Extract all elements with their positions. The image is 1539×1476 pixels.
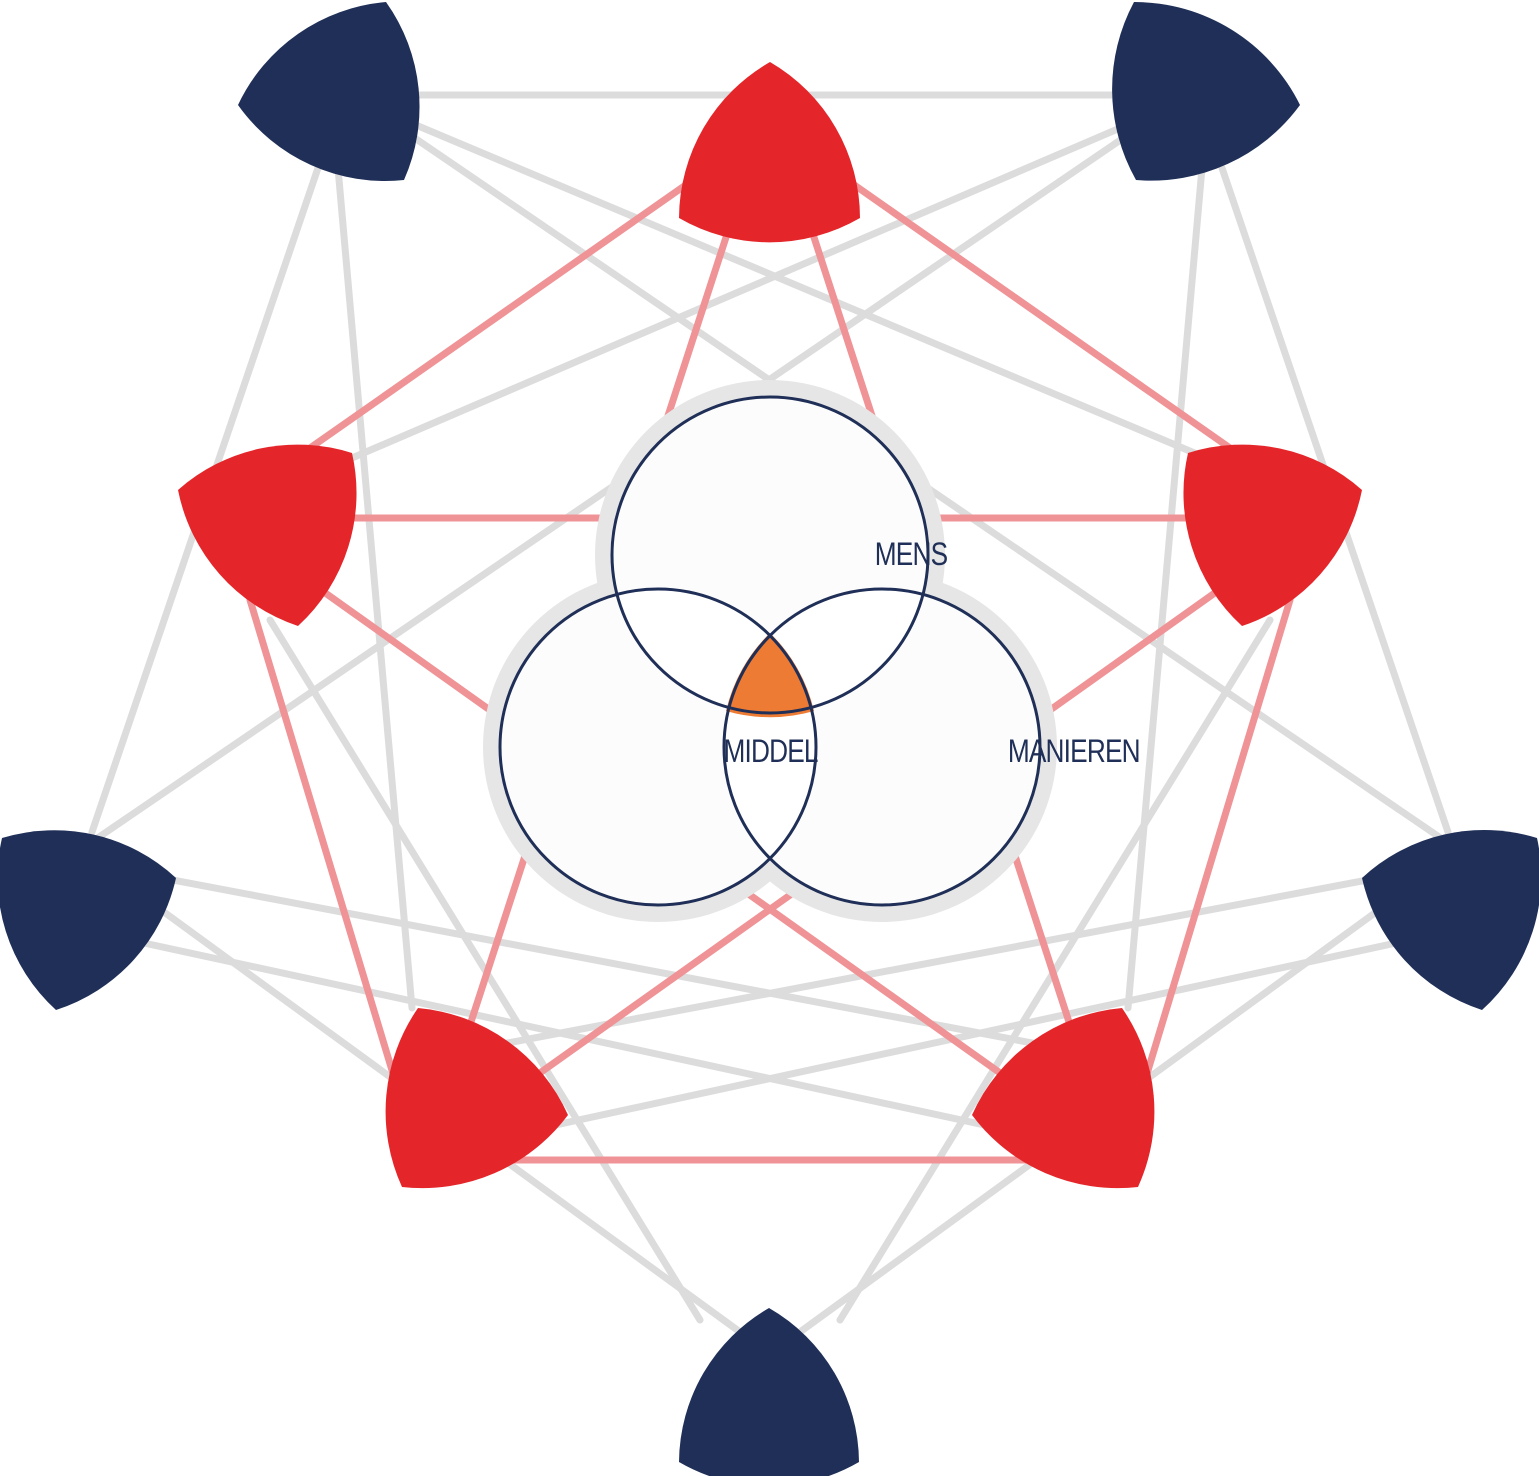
pink-line [836,171,1244,459]
venn-label-manieren: MANIEREN [1008,735,1140,770]
red-node-top [679,62,860,243]
venn-diagram: MENS MIDDEL MANIEREN [483,380,1141,922]
venn-circle-middel [498,587,818,907]
venn-circle-manieren [722,587,1042,907]
grey-line [400,116,1208,461]
grey-line [436,936,1414,1154]
grey-line [334,164,416,1012]
venn-fill-right [724,589,1040,905]
pink-line [1126,596,1294,1134]
venn-label-mens: MENS [875,538,948,573]
grey-line [126,936,1104,1154]
venn-center-intersection [726,633,814,718]
navy-node-top-right [1112,1,1300,181]
red-node-bottom-right [972,1008,1155,1189]
pink-line [296,171,704,459]
grey-line [396,124,1474,862]
navy-node-left [0,830,176,1010]
venn-circle-mens [610,395,930,715]
navy-node-top-left [238,2,420,181]
red-node-right [1183,444,1362,626]
grey-line [1124,164,1206,1012]
grey-line [348,118,1138,462]
venn-fill [500,397,1040,905]
red-node-bottom-left [385,1008,568,1189]
navy-node-right [1362,830,1539,1010]
grey-line [414,866,1424,1064]
venn-label-middel: MIDDEL [724,735,819,770]
venn-outlines [498,395,1042,907]
red-node-left [178,444,357,626]
pink-line [246,596,414,1134]
grey-line [116,866,1126,1064]
navy-node-bottom [679,1308,859,1476]
venn-fill-left [500,589,816,905]
